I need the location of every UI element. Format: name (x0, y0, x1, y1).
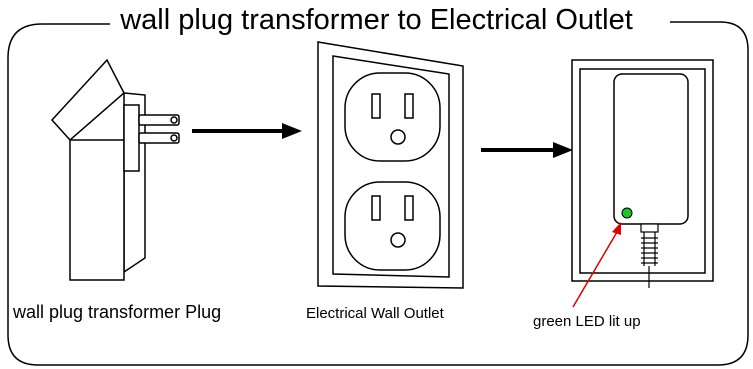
outer-frame (7, 21, 749, 366)
electrical-outlet-icon (317, 41, 464, 289)
power-cord (640, 223, 659, 288)
outlet-socket-bottom (344, 181, 441, 271)
plugged-transformer-icon (571, 59, 714, 288)
led-caption: green LED lit up (533, 313, 641, 330)
wall-plug-transformer-icon (50, 58, 180, 281)
diagram-title: wall plug transformer to Electrical Outl… (0, 4, 753, 37)
outlet-caption: Electrical Wall Outlet (306, 305, 444, 322)
arrow-icon (192, 123, 302, 139)
plug-prongs (138, 114, 180, 144)
outlet-socket-top (344, 72, 441, 162)
plug-caption: wall plug transformer Plug (13, 302, 222, 322)
arrow-icon (481, 142, 573, 158)
green-led-icon (621, 207, 633, 219)
led-pointer-arrow (572, 222, 621, 308)
